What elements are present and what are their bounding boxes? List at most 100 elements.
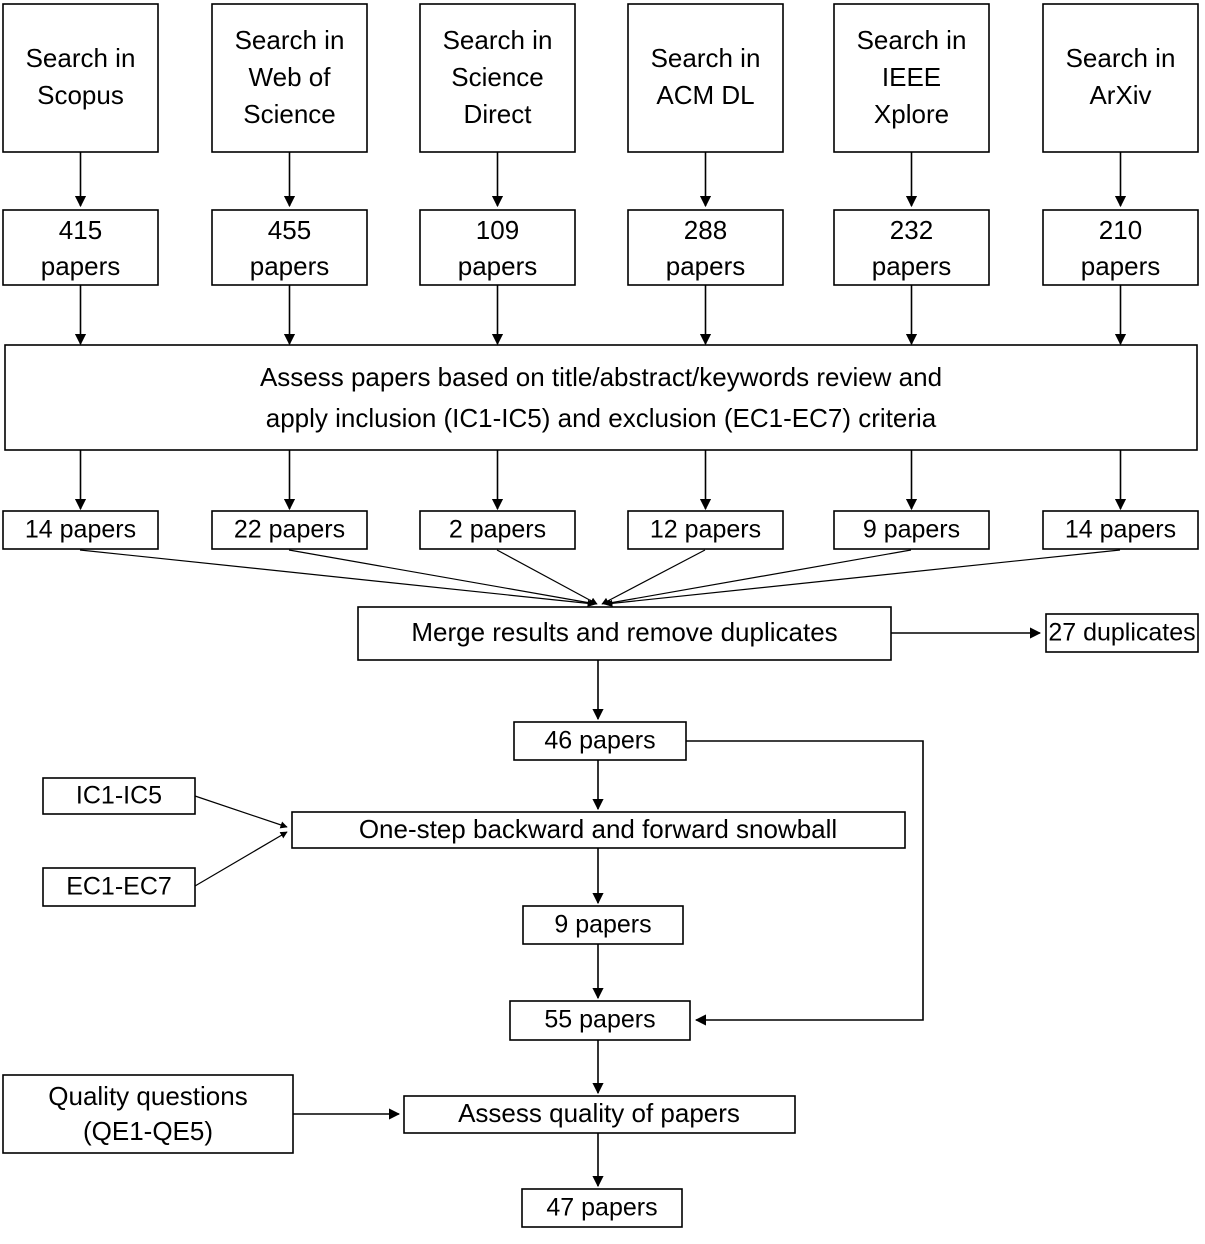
edge-merged-papers-bypass-to-combined (686, 740, 924, 1026)
selected-papers-node-3[interactable]: 2 papers (419, 510, 576, 550)
snowball-node[interactable]: One-step backward and forward snowball (291, 811, 906, 849)
search-source-node-5[interactable]: Search in IEEE Xplore (833, 3, 990, 153)
assess-papers-node[interactable]: Assess papers based on title/abstract/ke… (4, 344, 1198, 451)
edge-selected3-to-merge (496, 549, 598, 605)
merge-results-box[interactable] (357, 606, 892, 661)
selected-papers-node-6[interactable]: 14 papers (1042, 510, 1199, 550)
source-count-label-4-line1: 288 (684, 215, 727, 245)
source-count-label-2-line2: papers (250, 251, 330, 281)
source-count-box-3[interactable] (419, 209, 576, 286)
selected-papers-box-2[interactable] (211, 510, 368, 550)
source-count-label-5-line1: 232 (890, 215, 933, 245)
search-source-label-6-line1: Search in (1066, 43, 1176, 73)
search-source-label-2-line3: Science (243, 99, 336, 129)
merged-papers-label: 46 papers (544, 727, 655, 755)
search-source-node-6[interactable]: Search in ArXiv (1042, 3, 1199, 153)
combined-papers-node[interactable]: 55 papers (509, 1000, 691, 1041)
search-source-box-6[interactable] (1042, 3, 1199, 153)
search-source-node-2[interactable]: Search in Web of Science (211, 3, 368, 153)
assess-papers-box[interactable] (4, 344, 1198, 451)
search-source-label-4-line1: Search in (651, 43, 761, 73)
search-source-box-2[interactable] (211, 3, 368, 153)
source-count-label-6-line1: 210 (1099, 215, 1142, 245)
selected-papers-box-5[interactable] (833, 510, 990, 550)
search-source-node-4[interactable]: Search in ACM DL (627, 3, 784, 153)
merged-papers-node[interactable]: 46 papers (513, 721, 687, 761)
quality-questions-box[interactable] (2, 1074, 294, 1154)
edge-selected5-to-merge (603, 549, 912, 607)
search-source-label-6-line2: ArXiv (1089, 80, 1151, 110)
search-source-label-1-line2: Scopus (37, 80, 124, 110)
source-count-label-6-line2: papers (1081, 251, 1161, 281)
selected-papers-box-6[interactable] (1042, 510, 1199, 550)
source-count-node-2[interactable]: 455 papers (211, 209, 368, 286)
duplicates-node[interactable]: 27 duplicates (1045, 613, 1199, 653)
source-count-node-6[interactable]: 210 papers (1042, 209, 1199, 286)
search-source-node-3[interactable]: Search in Science Direct (419, 3, 576, 153)
source-count-label-5-line2: papers (872, 251, 952, 281)
duplicates-box[interactable] (1045, 613, 1199, 653)
quality-questions-node[interactable]: Quality questions (QE1-QE5) (2, 1074, 294, 1154)
exclusion-criteria-box[interactable] (42, 867, 196, 907)
merge-results-label: Merge results and remove duplicates (411, 617, 837, 647)
exclusion-criteria-label: EC1-EC7 (66, 873, 172, 901)
selected-papers-node-1[interactable]: 14 papers (2, 510, 159, 550)
selected-papers-box-3[interactable] (419, 510, 576, 550)
selected-papers-node-5[interactable]: 9 papers (833, 510, 990, 550)
search-source-label-5-line3: Xplore (874, 99, 949, 129)
inclusion-criteria-node[interactable]: IC1-IC5 (42, 777, 196, 815)
snowball-box[interactable] (291, 811, 906, 849)
inclusion-criteria-label: IC1-IC5 (76, 782, 162, 810)
final-papers-box[interactable] (521, 1188, 683, 1228)
search-source-label-3-line2: Science (451, 62, 544, 92)
selected-papers-label-2: 22 papers (234, 516, 345, 544)
merge-results-node[interactable]: Merge results and remove duplicates (357, 606, 892, 661)
assess-papers-label-line2: apply inclusion (IC1-IC5) and exclusion … (266, 403, 937, 433)
selected-papers-box-1[interactable] (2, 510, 159, 550)
duplicates-label: 27 duplicates (1048, 619, 1195, 647)
selected-papers-node-2[interactable]: 22 papers (211, 510, 368, 550)
search-source-label-3-line3: Direct (464, 99, 533, 129)
search-source-box-1[interactable] (2, 3, 159, 153)
snowball-label: One-step backward and forward snowball (359, 814, 837, 844)
quality-questions-label-line2: (QE1-QE5) (83, 1116, 213, 1146)
edge-exclusion-to-snowball (194, 831, 288, 887)
assess-quality-node[interactable]: Assess quality of papers (403, 1095, 796, 1134)
selected-papers-label-3: 2 papers (449, 516, 546, 544)
search-source-box-4[interactable] (627, 3, 784, 153)
selected-papers-label-6: 14 papers (1065, 516, 1176, 544)
search-source-label-3-line1: Search in (443, 25, 553, 55)
source-count-node-5[interactable]: 232 papers (833, 209, 990, 286)
source-count-box-4[interactable] (627, 209, 784, 286)
source-count-node-3[interactable]: 109 papers (419, 209, 576, 286)
source-count-node-1[interactable]: 415 papers (2, 209, 159, 286)
selected-papers-box-4[interactable] (627, 510, 784, 550)
search-source-box-5[interactable] (833, 3, 990, 153)
edge-selected4-to-merge (601, 549, 706, 605)
assess-papers-label-line1: Assess papers based on title/abstract/ke… (260, 362, 942, 392)
selected-papers-node-4[interactable]: 12 papers (627, 510, 784, 550)
snowball-papers-box[interactable] (522, 905, 684, 945)
combined-papers-label: 55 papers (544, 1006, 655, 1034)
final-papers-node[interactable]: 47 papers (521, 1188, 683, 1228)
search-source-label-2-line2: Web of (249, 62, 332, 92)
search-source-label-1-line1: Search in (26, 43, 136, 73)
selected-papers-label-4: 12 papers (650, 516, 761, 544)
source-count-node-4[interactable]: 288 papers (627, 209, 784, 286)
source-count-box-1[interactable] (2, 209, 159, 286)
search-source-node-1[interactable]: Search in Scopus (2, 3, 159, 153)
source-count-label-4-line2: papers (666, 251, 746, 281)
snowball-papers-node[interactable]: 9 papers (522, 905, 684, 945)
search-source-box-3[interactable] (419, 3, 576, 153)
exclusion-criteria-node[interactable]: EC1-EC7 (42, 867, 196, 907)
snowball-papers-label: 9 papers (554, 911, 651, 939)
search-source-label-4-line2: ACM DL (656, 80, 754, 110)
assess-quality-label: Assess quality of papers (458, 1098, 740, 1128)
assess-quality-box[interactable] (403, 1095, 796, 1134)
edge-selected2-to-merge (288, 549, 597, 607)
search-source-label-5-line2: IEEE (882, 62, 941, 92)
combined-papers-box[interactable] (509, 1000, 691, 1041)
source-count-label-3-line1: 109 (476, 215, 519, 245)
source-count-box-5[interactable] (833, 209, 990, 286)
source-count-box-2[interactable] (211, 209, 368, 286)
